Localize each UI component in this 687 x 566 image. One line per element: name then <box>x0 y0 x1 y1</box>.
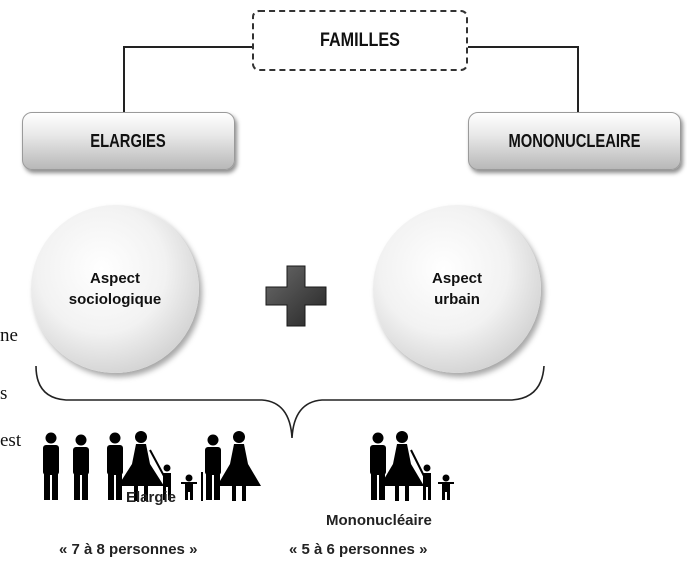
circle-label-line: Aspect <box>431 270 483 287</box>
person-silhouette <box>181 474 197 500</box>
plus-icon <box>265 265 327 327</box>
sociological-aspect-circle: Aspect sociologique <box>31 205 199 373</box>
person-silhouette <box>217 431 261 501</box>
nuclear-family-count: « 5 à 6 personnes » <box>289 541 428 558</box>
extended-families-box: ELARGIES <box>22 112 235 170</box>
extended-family-icon <box>43 431 261 501</box>
connector-line-right-horizontal <box>467 46 579 48</box>
person-silhouette <box>380 431 425 501</box>
person-silhouette <box>438 474 454 500</box>
person-silhouette <box>43 432 59 500</box>
connector-line-left-horizontal <box>123 46 253 48</box>
extended-family-caption: Elargie <box>126 489 177 506</box>
background-text-fragment: s <box>0 383 8 404</box>
person-silhouette <box>201 434 221 501</box>
urban-aspect-circle: Aspect urbain <box>373 205 541 373</box>
nuclear-family-caption: Mononucléaire <box>326 512 432 529</box>
nuclear-families-box: MONONUCLEAIRE <box>468 112 681 170</box>
person-silhouette <box>107 432 123 500</box>
circle-label-line: urbain <box>434 291 480 308</box>
person-silhouette <box>73 434 89 500</box>
nuclear-families-label: MONONUCLEAIRE <box>508 130 641 151</box>
families-label: FAMILLES <box>320 29 400 51</box>
background-text-fragment: ne <box>0 325 18 346</box>
person-silhouette <box>163 464 171 500</box>
circle-label-line: Aspect <box>89 270 141 287</box>
person-silhouette <box>118 431 165 501</box>
nuclear-family-icon <box>370 431 454 501</box>
connector-line-left-vertical <box>123 46 125 112</box>
circle-label-line: sociologique <box>68 291 162 308</box>
families-box: FAMILLES <box>252 10 468 71</box>
grouping-brace <box>35 365 545 439</box>
extended-families-label: ELARGIES <box>90 130 167 151</box>
connector-line-right-vertical <box>577 46 579 112</box>
background-text-fragment: est <box>0 430 22 451</box>
person-silhouette <box>423 464 431 500</box>
person-silhouette <box>370 432 386 500</box>
extended-family-count: « 7 à 8 personnes » <box>59 541 198 558</box>
